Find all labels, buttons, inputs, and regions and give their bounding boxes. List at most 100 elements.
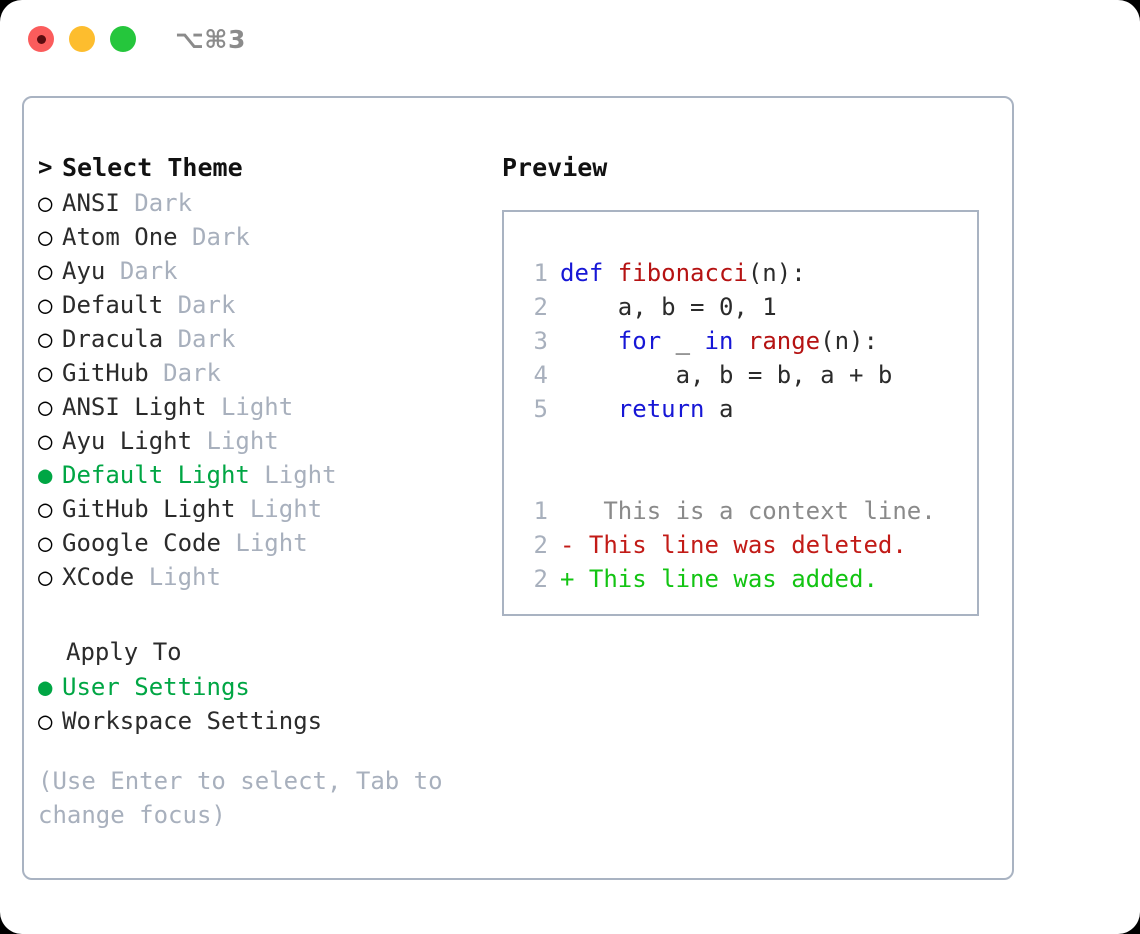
radio-icon: ○ [38,189,53,217]
diff-sign [560,494,574,528]
diff-sign-minus: - [560,531,575,559]
theme-name: ANSI [62,189,120,217]
code-line: 5 return a [518,392,977,426]
diff-sign-plus: + [560,565,575,593]
code-token-keyword: in [704,327,734,355]
preview-title: Preview [502,152,608,182]
radio-icon: ○ [38,291,53,319]
radio-icon-selected: ● [38,673,53,701]
gap [221,526,235,560]
line-number: 2 [533,293,548,321]
code-token-plain [733,327,747,355]
gap [163,288,177,322]
theme-option-github-light[interactable]: ○GitHub Light Light [38,492,498,526]
line-number: 5 [533,395,548,423]
apply-to-option-user-settings[interactable]: ● User Settings [38,670,498,704]
theme-option-default-light[interactable]: ● Default Light Light [38,458,498,492]
radio-icon: ○ [38,427,53,455]
maximize-button[interactable] [110,26,136,52]
code-token-plain [560,327,618,355]
keyboard-shortcut-label: ⌥⌘3 [175,24,246,54]
gap [105,254,119,288]
gap [163,322,177,356]
code-token-plain: a [704,395,734,423]
theme-name: Default Light [62,461,250,489]
close-button[interactable] [28,26,54,52]
theme-option-dracula[interactable]: ○Dracula Dark [38,322,498,356]
theme-name: ANSI Light [62,393,207,421]
code-blank-line [518,460,977,494]
gap [235,492,249,526]
line-number: 2 [533,565,548,593]
theme-option-ayu-light[interactable]: ○ Ayu Light Light [38,424,498,458]
theme-option-github[interactable]: ○GitHub Dark [38,356,498,390]
code-token-plain [560,395,618,423]
radio-icon: ○ [38,223,53,251]
code-content: a, b = 0, 1 [560,293,777,321]
diff-text: This line was deleted. [574,531,907,559]
title-bar: ⌥⌘3 [0,0,1140,78]
radio-icon: ○ [38,257,53,285]
diff-line-added: 2 + This line was added. [518,562,977,596]
radio-icon: ○ [38,707,53,735]
apply-to-label: User Settings [62,673,250,701]
select-theme-header: >Select Theme [38,148,498,186]
line-number: 3 [533,327,548,355]
theme-variant-label: Dark [177,291,236,319]
code-token-keyword: return [617,395,705,423]
theme-variant-label: Light [148,563,221,591]
code-line: 2 a, b = 0, 1 [518,290,977,324]
theme-option-xcode[interactable]: ○XCode Light [38,560,498,594]
theme-option-google-code[interactable]: ○Google Code Light [38,526,498,560]
section-spacer [38,594,498,634]
gap [178,220,192,254]
theme-picker-column: >Select Theme ○ANSI Dark ○Atom One Dark … [38,148,498,832]
code-content: a, b = b, a + b [560,361,893,389]
line-number: 2 [533,531,548,559]
theme-option-ansi[interactable]: ○ANSI Dark [38,186,498,220]
theme-option-atom-one[interactable]: ○ Atom One Dark [38,220,498,254]
theme-variant-label: Dark [192,223,250,251]
code-token-function: range [747,327,821,355]
apply-to-title: Apply To [66,638,182,666]
keyboard-hint-text: (Use Enter to select, Tab to change focu… [38,767,458,829]
code-token-plain: (n): [747,259,806,287]
theme-name: Ayu [62,257,106,285]
theme-name: Atom One [62,223,178,251]
gap [134,560,148,594]
gap [149,356,163,390]
theme-name: GitHub Light [62,495,236,523]
code-token-keyword: for [617,327,662,355]
theme-option-ayu[interactable]: ○ Ayu Dark [38,254,498,288]
theme-option-default[interactable]: ○Default Dark [38,288,498,322]
diff-text: This is a context line. [574,497,936,525]
code-token-function: fibonacci [617,259,748,287]
theme-name: XCode [62,563,135,591]
apply-to-option-workspace-settings[interactable]: ○ Workspace Settings [38,704,498,738]
code-token-plain: _ [661,327,705,355]
theme-name: Google Code [62,529,221,557]
radio-icon: ○ [38,325,53,353]
theme-variant-label: Dark [119,257,178,285]
theme-name: Ayu Light [62,427,193,455]
radio-icon-selected: ● [38,461,53,489]
line-number: 4 [533,361,548,389]
theme-variant-label: Light [206,427,279,455]
line-number: 1 [533,497,548,525]
theme-option-ansi-light[interactable]: ○ANSI Light Light [38,390,498,424]
theme-variant-label: Light [264,461,337,489]
code-line: 3 for _ in range(n): [518,324,977,358]
apply-to-label: Workspace Settings [62,707,323,735]
code-content: for _ in range(n): [560,324,878,358]
minimize-button[interactable] [69,26,95,52]
theme-variant-label: Dark [177,325,236,353]
main-panel: >Select Theme ○ANSI Dark ○Atom One Dark … [22,96,1014,880]
diff-text: This line was added. [574,565,878,593]
diff-line-deleted: 2- This line was deleted. [518,528,977,562]
gap [192,424,206,458]
theme-variant-label: Light [235,529,308,557]
